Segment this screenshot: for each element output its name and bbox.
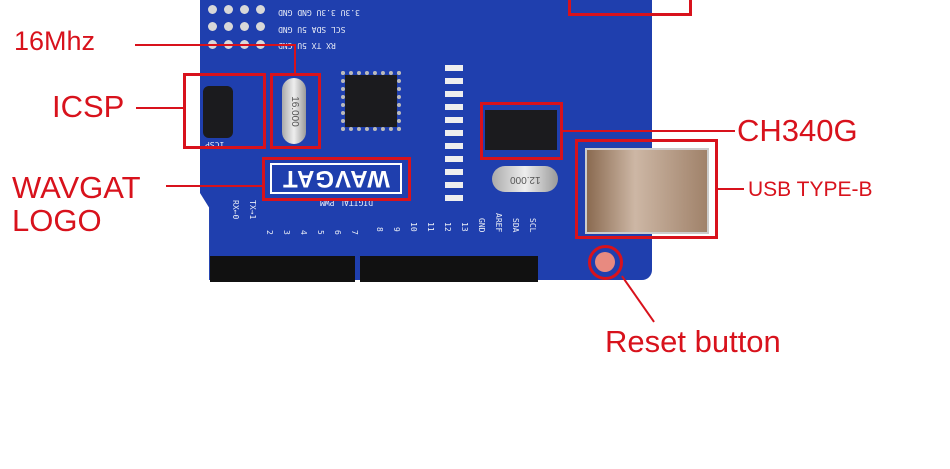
silk-row2: SCL SDA 5U GND bbox=[278, 25, 346, 34]
pin-label: 13 bbox=[460, 222, 469, 232]
crystal-12-text: 12.000 bbox=[509, 173, 541, 185]
label-usb-type-b: USB TYPE-B bbox=[748, 178, 873, 201]
usb-box bbox=[575, 139, 718, 239]
pin-label: 12 bbox=[443, 222, 452, 232]
reset-circle bbox=[588, 245, 623, 280]
crystal-box bbox=[270, 73, 321, 149]
pin-label: 2 bbox=[265, 230, 274, 235]
pin-label: GND bbox=[477, 217, 486, 232]
label-icsp: ICSP bbox=[52, 89, 125, 124]
crystal-leader bbox=[135, 44, 296, 46]
pin-label: RX←0 bbox=[231, 200, 240, 220]
pin-label: 5 bbox=[316, 230, 325, 235]
pin-label: 3 bbox=[282, 230, 291, 235]
digital-header-right bbox=[360, 256, 538, 282]
pin-label: AREF bbox=[494, 212, 503, 232]
label-16mhz: 16Mhz bbox=[14, 26, 96, 56]
pin-labels-right: 8 9 10 11 12 13 GND AREF SDA SCL bbox=[370, 212, 537, 232]
logo-leader bbox=[166, 185, 262, 187]
crystal-16mhz: 16.000 bbox=[282, 78, 306, 144]
label-ch340g: CH340G bbox=[737, 113, 858, 148]
crystal-12mhz: 12.000 bbox=[492, 166, 558, 192]
label-logo: LOGO bbox=[12, 203, 102, 238]
top-annotation-box bbox=[568, 0, 692, 16]
reset-leader bbox=[621, 275, 655, 323]
silk-row1: 3.3U 3.3U GND GND bbox=[278, 8, 360, 17]
pin-label: SDA bbox=[511, 217, 520, 232]
ch340g-box bbox=[480, 102, 563, 160]
pin-label: TX→1 bbox=[248, 200, 257, 220]
pin-label: 9 bbox=[392, 227, 401, 232]
pin-labels-left: RX←0 TX→1 2 3 4 5 6 7 bbox=[226, 200, 359, 235]
ch340g-chip bbox=[485, 110, 557, 150]
pin-label: 8 bbox=[375, 227, 384, 232]
digital-header-left bbox=[210, 256, 355, 282]
pin-label: 6 bbox=[333, 230, 342, 235]
pin-label: 4 bbox=[299, 230, 308, 235]
label-reset-button: Reset button bbox=[605, 324, 781, 359]
pin-label: 11 bbox=[426, 222, 435, 232]
icsp-box bbox=[183, 73, 266, 149]
pin-label: 7 bbox=[350, 230, 359, 235]
ch340g-leader bbox=[563, 130, 735, 132]
usb-port bbox=[585, 148, 709, 234]
label-wavgat: WAVGAT bbox=[12, 170, 141, 205]
icsp-header bbox=[203, 86, 233, 138]
pin-label: SCL bbox=[528, 217, 537, 232]
pin-label: 10 bbox=[409, 222, 418, 232]
icsp-leader bbox=[136, 107, 183, 109]
atmega-chip bbox=[341, 71, 401, 131]
crystal-leader-drop bbox=[294, 44, 296, 73]
led-column bbox=[445, 65, 463, 205]
logo-box bbox=[262, 157, 411, 201]
usb-leader bbox=[718, 188, 744, 190]
